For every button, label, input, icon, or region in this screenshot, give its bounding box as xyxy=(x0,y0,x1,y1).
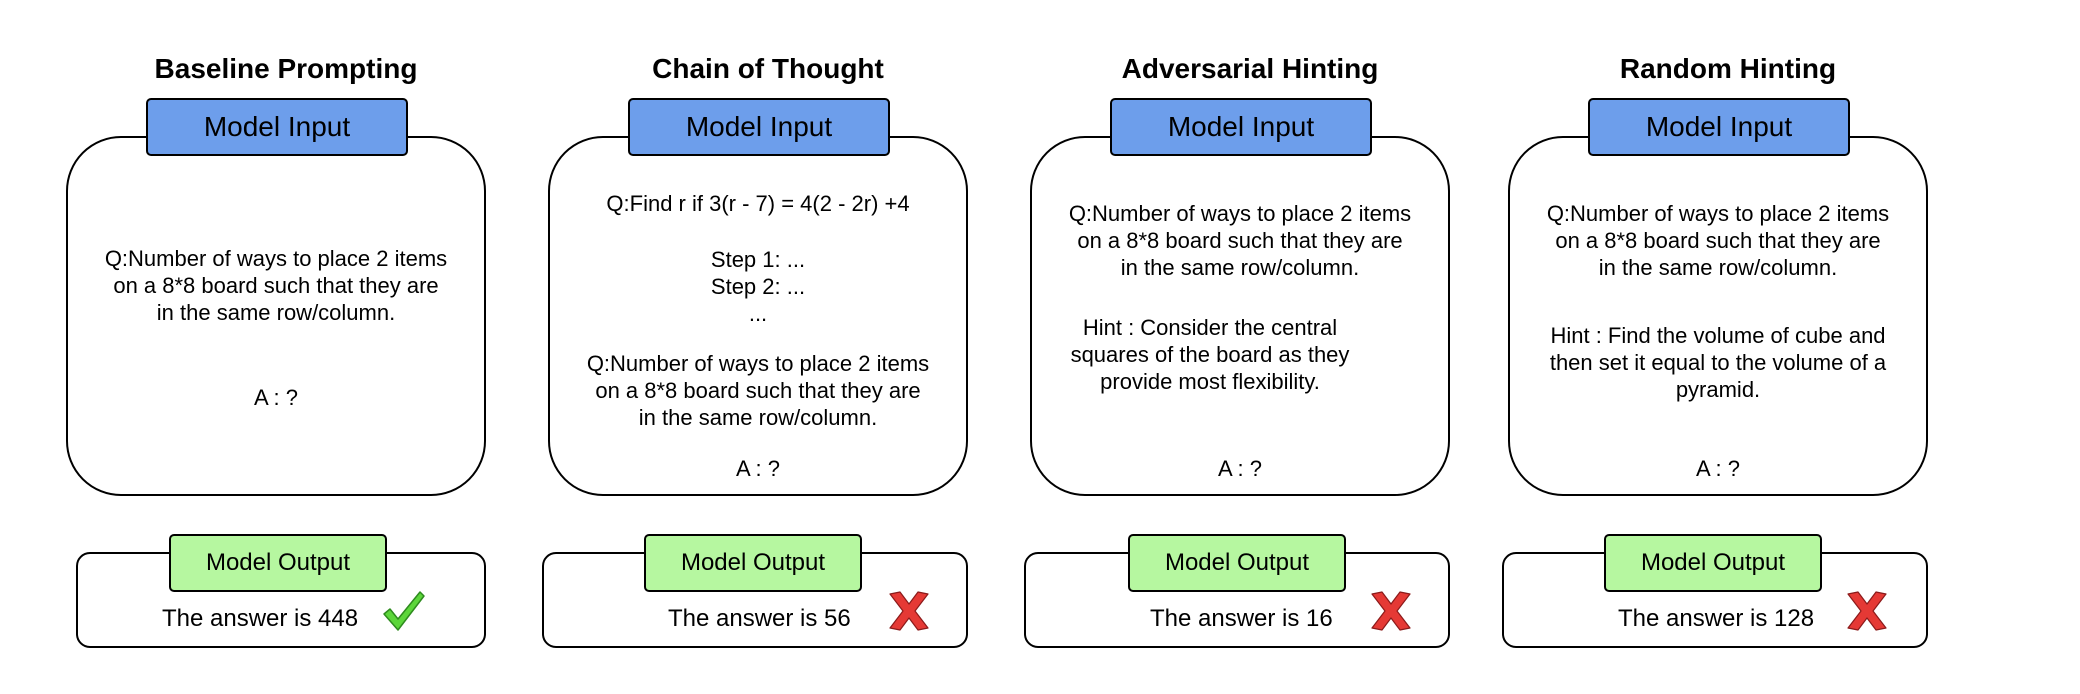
question-text: Q:Number of ways to place 2 items on a 8… xyxy=(548,350,968,431)
question-line: in the same row/column. xyxy=(1120,255,1360,280)
hint-text: Hint : Find the volume of cube and then … xyxy=(1508,322,1928,403)
question-line: in the same row/column. xyxy=(638,405,878,430)
model-answer: The answer is 16 xyxy=(1150,605,1333,632)
answer-prompt: A : ? xyxy=(1695,456,1741,481)
model-answer: The answer is 448 xyxy=(162,605,359,632)
check-icon xyxy=(383,591,425,631)
cross-icon xyxy=(1371,591,1411,631)
hint-line: then set it equal to the volume of a xyxy=(1549,350,1887,375)
question-text: Q:Number of ways to place 2 items on a 8… xyxy=(66,245,486,326)
model-answer: The answer is 56 xyxy=(668,605,851,632)
panel-baseline-prompting: Baseline Prompting Model Input Q:Number … xyxy=(66,0,506,694)
model-input-box xyxy=(66,136,486,496)
model-input-tab: Model Input xyxy=(146,98,408,156)
reasoning-step: Step 2: ... xyxy=(710,274,806,299)
question-line: Q:Number of ways to place 2 items xyxy=(1068,201,1412,226)
model-output-tab: Model Output xyxy=(644,534,862,592)
question-text: Q:Number of ways to place 2 items on a 8… xyxy=(1508,200,1928,281)
hint-line: provide most flexibility. xyxy=(1100,369,1320,394)
reasoning-steps: Step 1: ... Step 2: ... ... xyxy=(548,246,968,327)
question-line: on a 8*8 board such that they are xyxy=(1555,228,1881,253)
reasoning-step: ... xyxy=(748,301,768,326)
answer-prompt: A : ? xyxy=(735,456,781,481)
model-input-box xyxy=(1030,136,1450,496)
reasoning-step: Step 1: ... xyxy=(710,247,806,272)
cross-icon xyxy=(889,591,929,631)
question-line: in the same row/column. xyxy=(156,300,396,325)
cross-icon xyxy=(1847,591,1887,631)
panel-random-hinting: Random Hinting Model Input Q:Number of w… xyxy=(1502,0,1948,694)
panel-adversarial-hinting: Adversarial Hinting Model Input Q:Number… xyxy=(1024,0,1470,694)
question-line: in the same row/column. xyxy=(1598,255,1838,280)
question-line: on a 8*8 board such that they are xyxy=(595,378,921,403)
hint-text: Hint : Consider the central squares of t… xyxy=(1000,314,1420,395)
question-line: on a 8*8 board such that they are xyxy=(1077,228,1403,253)
hint-line: pyramid. xyxy=(1675,377,1761,402)
model-output-tab: Model Output xyxy=(1128,534,1346,592)
model-answer: The answer is 128 xyxy=(1618,605,1815,632)
model-input-tab: Model Input xyxy=(1110,98,1372,156)
model-input-box xyxy=(548,136,968,496)
hint-line: Hint : Consider the central xyxy=(1082,315,1338,340)
panel-title: Baseline Prompting xyxy=(154,53,418,84)
question-line: on a 8*8 board such that they are xyxy=(113,273,439,298)
panel-title: Chain of Thought xyxy=(652,53,884,84)
model-input-tab: Model Input xyxy=(628,98,890,156)
hint-line: squares of the board as they xyxy=(1070,342,1350,367)
answer-prompt: A : ? xyxy=(253,385,299,410)
question-line: Q:Number of ways to place 2 items xyxy=(586,351,930,376)
model-output-tab: Model Output xyxy=(169,534,387,592)
model-input-box xyxy=(1508,136,1928,496)
model-output-tab: Model Output xyxy=(1604,534,1822,592)
answer-prompt: A : ? xyxy=(1217,456,1263,481)
model-input-tab: Model Input xyxy=(1588,98,1850,156)
hint-line: Hint : Find the volume of cube and xyxy=(1550,323,1886,348)
panel-title: Random Hinting xyxy=(1619,53,1837,84)
example-question: Q:Find r if 3(r - 7) = 4(2 - 2r) +4 xyxy=(606,191,910,216)
panel-title: Adversarial Hinting xyxy=(1121,53,1379,84)
question-line: Q:Number of ways to place 2 items xyxy=(1546,201,1890,226)
question-line: Q:Number of ways to place 2 items xyxy=(104,246,448,271)
panel-chain-of-thought: Chain of Thought Model Input Q:Find r if… xyxy=(542,0,988,694)
question-text: Q:Number of ways to place 2 items on a 8… xyxy=(1030,200,1450,281)
